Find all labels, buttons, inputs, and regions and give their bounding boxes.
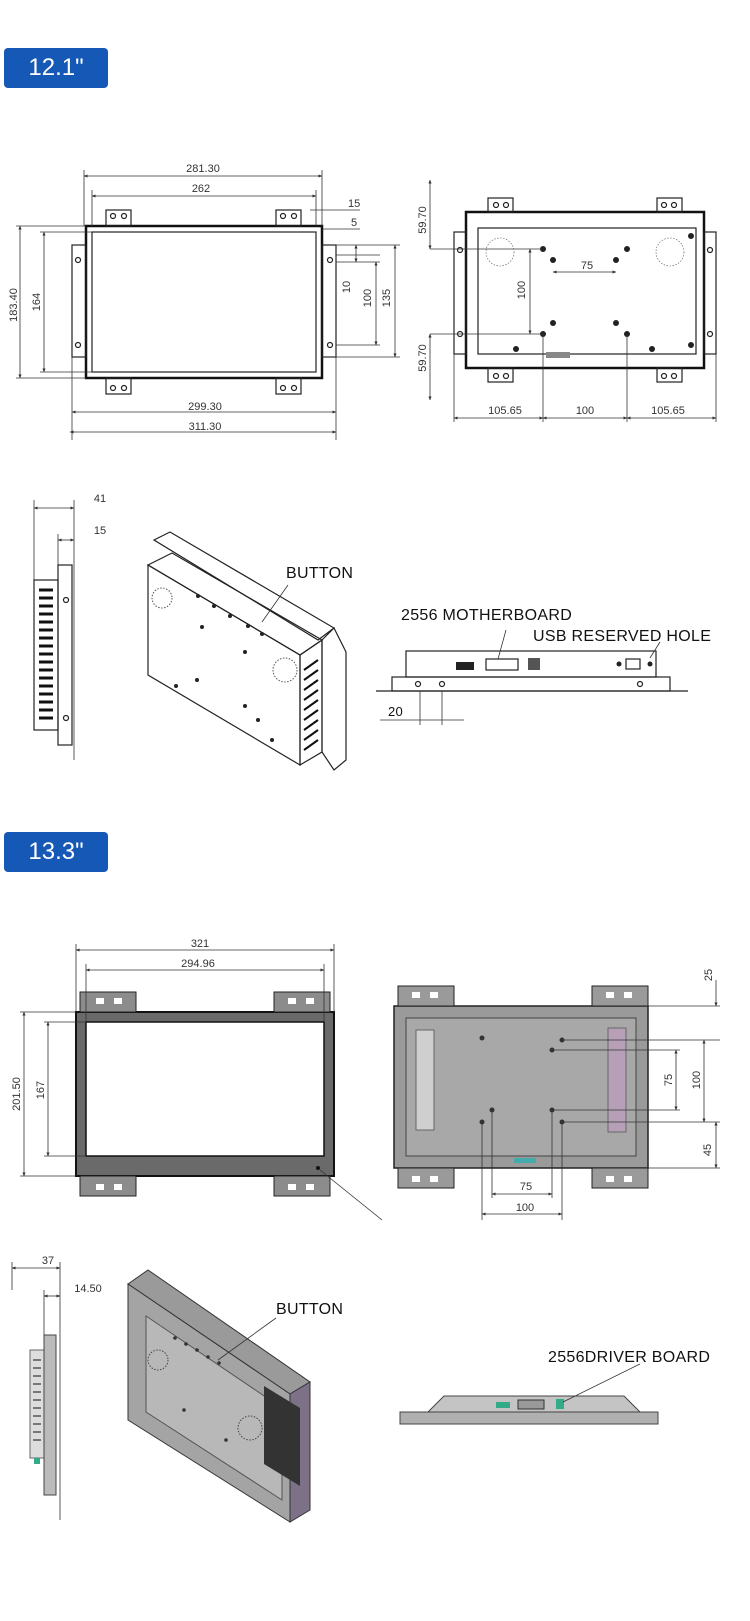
dim-h-10: 10: [341, 281, 353, 293]
back-view-13: 25 75 100 45 75 100: [393, 969, 720, 1220]
dim13-w-outer: 321: [191, 938, 209, 950]
dim13-back-top: 25: [703, 969, 715, 981]
label-button-13: BUTTON: [276, 1301, 343, 1318]
dim-back-top: 59.70: [417, 206, 429, 234]
label-driver-board: 2556DRIVER BOARD: [548, 1349, 710, 1366]
dim-depth: 41: [94, 493, 106, 505]
dim-w-outer: 281.30: [186, 163, 220, 175]
dim13-w-inner: 294.96: [181, 958, 215, 970]
dim13-bezel: 14.50: [74, 1283, 102, 1295]
dim13-h100: 100: [691, 1071, 703, 1089]
dim13-w100: 100: [516, 1202, 534, 1214]
dim-back-bottom: 59.70: [417, 344, 429, 372]
dim-back-mid: 100: [516, 281, 528, 299]
dim-offset-20: 20: [388, 704, 403, 719]
section-badge-13-3: 13.3": [4, 832, 108, 872]
back-view-12: 75 100 59.70 59.70 105.65 100 105.65: [417, 179, 717, 422]
label-usb-hole: USB RESERVED HOLE: [533, 628, 711, 645]
iso-view-13: BUTTON: [127, 1269, 343, 1523]
dim13-vesa-v: 75: [663, 1074, 675, 1086]
dim-top-15: 15: [348, 198, 360, 210]
front-view-13: 321 294.96 201.50 167: [11, 938, 383, 1221]
iso-view-12: BUTTON: [146, 531, 353, 771]
label-button-12: BUTTON: [286, 565, 353, 582]
side-view-12: 41 15: [33, 493, 106, 760]
dim-vesa-75: 75: [581, 260, 593, 272]
front-view-12: 281.30 262 15 5 183.40 164 10 100 135 29…: [8, 163, 400, 440]
dim-back-wr: 105.65: [651, 405, 685, 417]
side-view-13: 37 14.50: [11, 1255, 102, 1520]
bottom-view-13: 2556DRIVER BOARD: [399, 1349, 710, 1425]
bottom-view-12: 2556 MOTHERBOARD USB RESERVED HOLE 20: [376, 607, 711, 725]
dim13-depth: 37: [42, 1255, 54, 1267]
dim13-vesa-h: 75: [520, 1181, 532, 1193]
dim-back-wl: 105.65: [488, 405, 522, 417]
dim-back-wm: 100: [576, 405, 594, 417]
dim-top-5: 5: [351, 217, 357, 229]
dim-w-bottom2: 311.30: [189, 421, 222, 433]
dim13-h-outer: 201.50: [11, 1077, 23, 1111]
section-badge-12-1: 12.1": [4, 48, 108, 88]
dim13-back-bottom: 45: [702, 1144, 714, 1156]
label-motherboard: 2556 MOTHERBOARD: [401, 607, 572, 624]
dim-w-inner: 262: [192, 183, 210, 195]
dim-h-inner: 164: [31, 293, 43, 311]
dim13-h-inner: 167: [35, 1081, 47, 1099]
dim-w-bottom1: 299.30: [188, 401, 222, 413]
dim-h-135: 135: [381, 289, 393, 307]
dim-h-outer: 183.40: [8, 288, 20, 322]
dim-h-100: 100: [362, 289, 374, 307]
dim-bezel: 15: [94, 525, 106, 537]
